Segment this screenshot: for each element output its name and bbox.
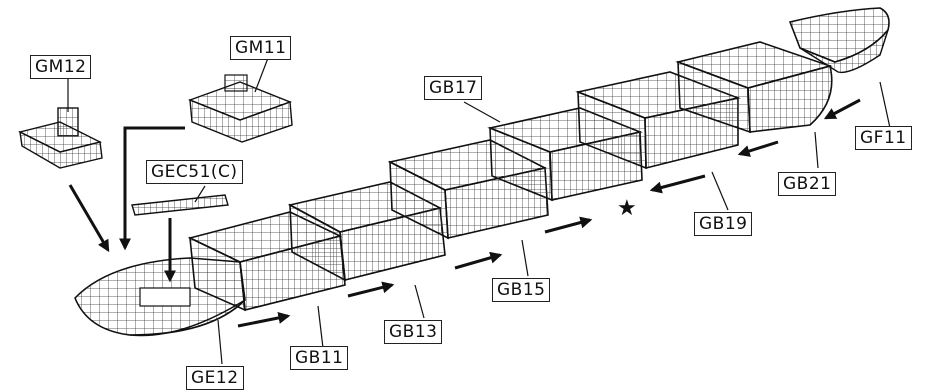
star-marker: ★	[617, 196, 637, 221]
label-gf11: GF11	[855, 126, 912, 150]
assembly-arrows	[68, 98, 861, 328]
module-gm11	[188, 74, 293, 143]
label-gb13: GB13	[384, 320, 443, 344]
label-gb21: GB21	[778, 172, 837, 196]
module-gm12	[17, 107, 103, 169]
label-gb11: GB11	[290, 346, 349, 370]
module-gec51	[131, 194, 229, 216]
leader-lines	[67, 57, 891, 365]
label-gb15: GB15	[492, 278, 551, 302]
label-gb17: GB17	[424, 76, 483, 100]
label-gm12: GM12	[30, 55, 92, 79]
block-gf11	[788, 7, 890, 74]
label-ge12: GE12	[186, 366, 244, 390]
label-gb19: GB19	[694, 212, 753, 236]
block-gb21	[675, 41, 833, 134]
label-gec51: GEC51(C)	[146, 160, 243, 184]
label-gm11: GM11	[230, 36, 292, 60]
